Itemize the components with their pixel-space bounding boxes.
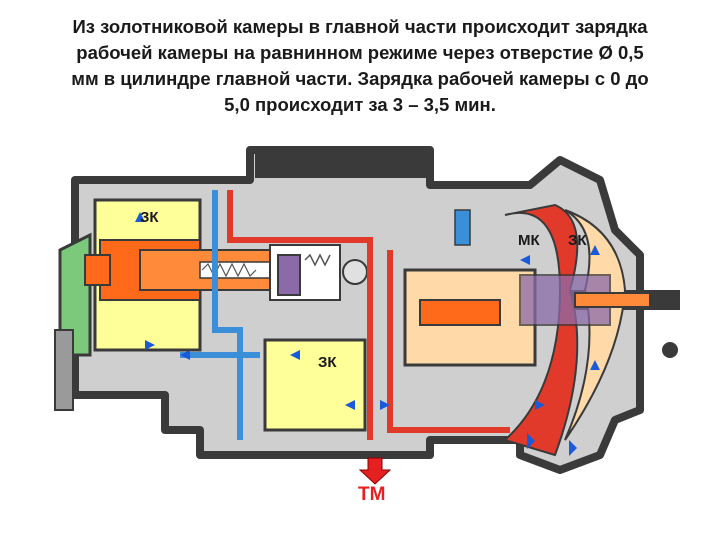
- top-cover: [255, 150, 430, 178]
- central-spring: [304, 253, 331, 267]
- central-ball: [342, 259, 368, 285]
- label-zk-right: ЗК: [568, 232, 587, 249]
- blue-vertical-valve: [454, 209, 471, 246]
- spool-spring-coil: [201, 262, 257, 278]
- caption-line-1: Из золотниковой камеры в главной части п…: [72, 16, 648, 37]
- flow-arrow: [345, 400, 355, 410]
- flow-arrows: [135, 212, 600, 456]
- caption-line-2: рабочей камеры на равнинном режиме через…: [76, 42, 644, 63]
- mk-diaphragm: [503, 203, 579, 457]
- red-channel-center: [227, 190, 373, 440]
- left-piston-head: [84, 254, 111, 286]
- purple-valve: [277, 254, 301, 296]
- label-zk-center: ЗК: [318, 354, 337, 371]
- label-zk-left: ЗК: [140, 209, 159, 226]
- left-valve-stem: [54, 329, 74, 411]
- flow-arrow: [135, 212, 145, 222]
- left-piston-assembly: [84, 239, 281, 301]
- blue-channel-left: [212, 190, 243, 440]
- center-zk-chamber: [263, 338, 367, 432]
- tm-inlet-arrow: [358, 457, 392, 485]
- right-piston: [419, 299, 501, 326]
- flow-arrow: [145, 340, 155, 350]
- flow-arrow: [569, 440, 577, 456]
- left-green-chamber: [58, 232, 92, 357]
- right-end-knob: [662, 342, 678, 358]
- red-channel-right: [387, 250, 510, 433]
- caption-line-3: мм в цилиндре главной части. Зарядка раб…: [71, 68, 649, 89]
- flow-arrow: [290, 350, 300, 360]
- right-rod: [574, 292, 651, 308]
- flow-arrow: [590, 360, 600, 370]
- flow-arrow: [535, 400, 545, 410]
- channels: [180, 190, 510, 440]
- label-tm: ТМ: [358, 484, 385, 505]
- flow-arrow: [527, 433, 535, 449]
- label-mk: МК: [518, 232, 540, 249]
- flow-arrow: [520, 255, 530, 265]
- flow-arrow: [590, 245, 600, 255]
- flow-arrow: [180, 350, 190, 360]
- flow-arrow: [380, 400, 390, 410]
- caption: Из золотниковой камеры в главной части п…: [30, 14, 690, 118]
- central-valve: [269, 244, 368, 301]
- caption-line-4: 5,0 происходит за 3 – 3,5 мин.: [224, 94, 496, 115]
